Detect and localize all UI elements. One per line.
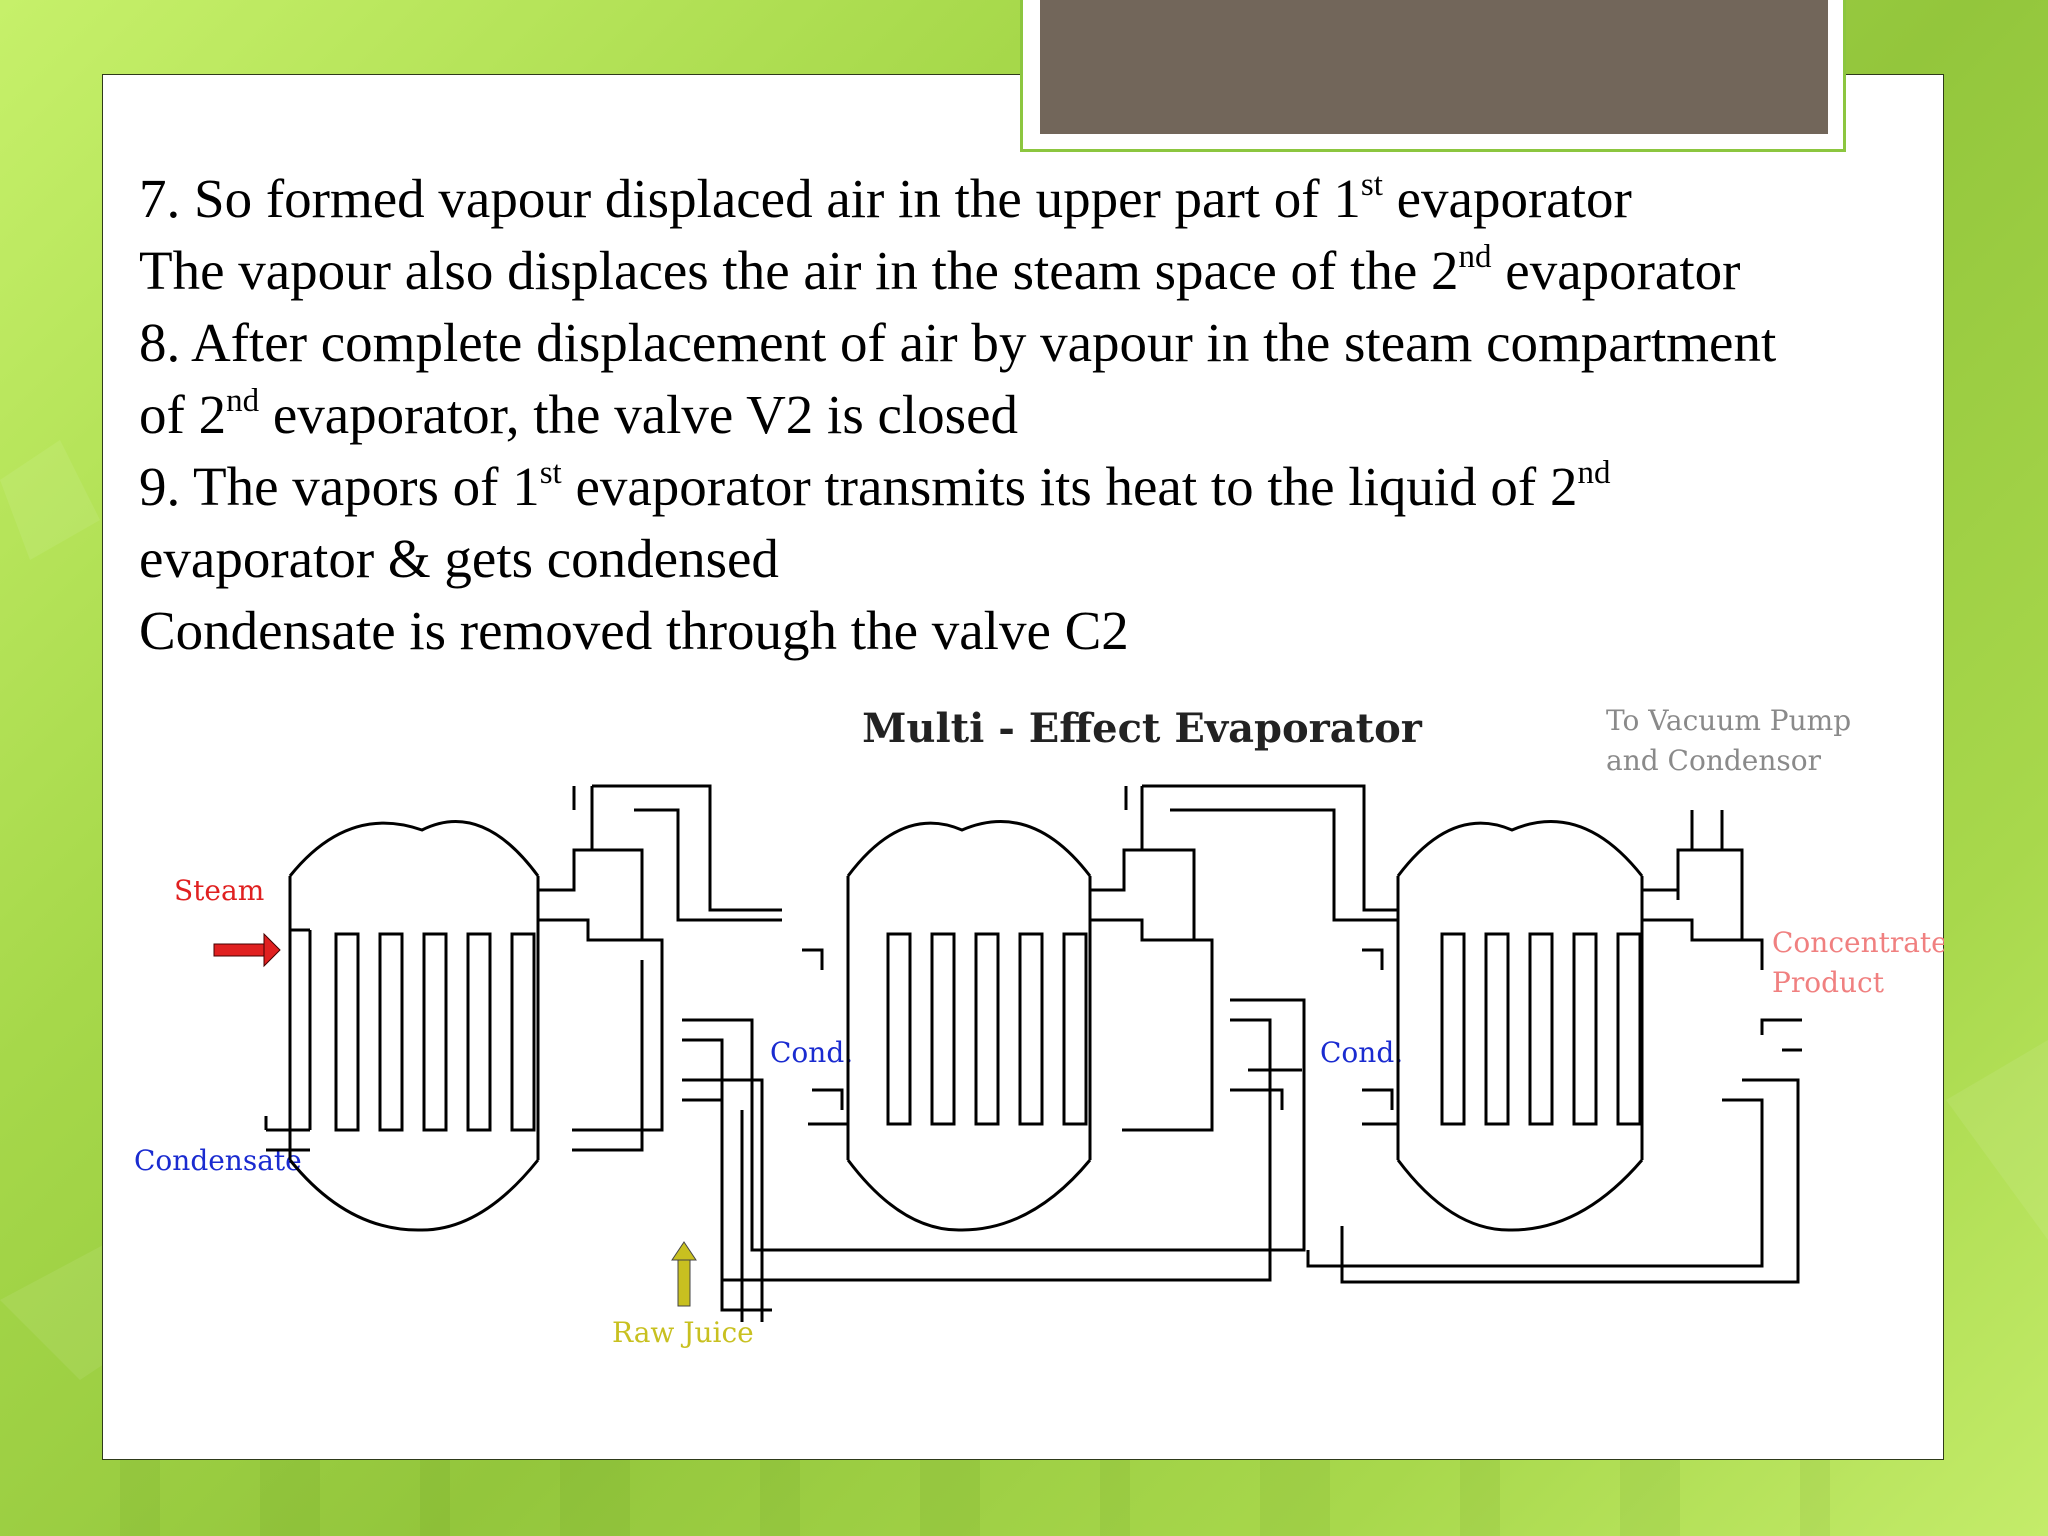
superscript: nd bbox=[1458, 239, 1492, 275]
text-run: evaporator, the valve V2 is closed bbox=[259, 384, 1018, 445]
steam-label: Steam bbox=[174, 874, 264, 907]
text-run: The vapour also displaces the air in the… bbox=[139, 240, 1459, 301]
steam-arrow bbox=[213, 932, 281, 968]
text-run: Condensate is removed through the valve … bbox=[139, 600, 1129, 661]
text-run: 8. After complete displacement of air by… bbox=[139, 312, 1777, 373]
text-line: Condensate is removed through the valve … bbox=[139, 595, 1929, 667]
cond-label-1: Cond. bbox=[770, 1036, 853, 1069]
raw-juice-label: Raw Juice bbox=[612, 1316, 754, 1349]
text-run: evaporator transmits its heat to the liq… bbox=[561, 456, 1578, 517]
evaporator-1 bbox=[264, 820, 540, 1232]
text-line: 7. So formed vapour displaced air in the… bbox=[139, 163, 1929, 235]
evaporator-2 bbox=[846, 820, 1092, 1232]
text-line: 9. The vapors of 1st evaporator transmit… bbox=[139, 451, 1929, 523]
text-line: of 2nd evaporator, the valve V2 is close… bbox=[139, 379, 1929, 451]
piping bbox=[538, 784, 1802, 1322]
text-line: 8. After complete displacement of air by… bbox=[139, 307, 1929, 379]
diagram-title: Multi - Effect Evaporator bbox=[862, 705, 1423, 752]
raw-juice-arrow bbox=[671, 1241, 697, 1307]
superscript: nd bbox=[1577, 455, 1611, 491]
title-placeholder bbox=[1040, 0, 1828, 134]
vacuum-label-line1: To Vacuum Pump bbox=[1606, 704, 1851, 737]
text-run: 9. The vapors of 1 bbox=[139, 456, 540, 517]
superscript: st bbox=[1360, 167, 1383, 203]
text-run: evaporator bbox=[1382, 168, 1632, 229]
text-run: evaporator bbox=[1491, 240, 1741, 301]
multi-effect-evaporator-diagram: Multi - Effect Evaporator To Vacuum Pump… bbox=[134, 704, 1944, 1349]
text-line: evaporator & gets condensed bbox=[139, 523, 1929, 595]
text-line: The vapour also displaces the air in the… bbox=[139, 235, 1929, 307]
superscript: nd bbox=[226, 383, 260, 419]
cond-label-2: Cond. bbox=[1320, 1036, 1403, 1069]
text-run: of 2 bbox=[139, 384, 227, 445]
product-label-line1: Concentrated bbox=[1772, 926, 1944, 959]
slide-body-text: 7. So formed vapour displaced air in the… bbox=[139, 163, 1929, 667]
superscript: st bbox=[539, 455, 562, 491]
vacuum-label-line2: and Condensor bbox=[1606, 744, 1822, 777]
product-label-line2: Product bbox=[1772, 966, 1885, 999]
text-run: evaporator & gets condensed bbox=[139, 528, 779, 589]
evaporator-3 bbox=[1396, 820, 1644, 1232]
text-run: 7. So formed vapour displaced air in the… bbox=[139, 168, 1361, 229]
